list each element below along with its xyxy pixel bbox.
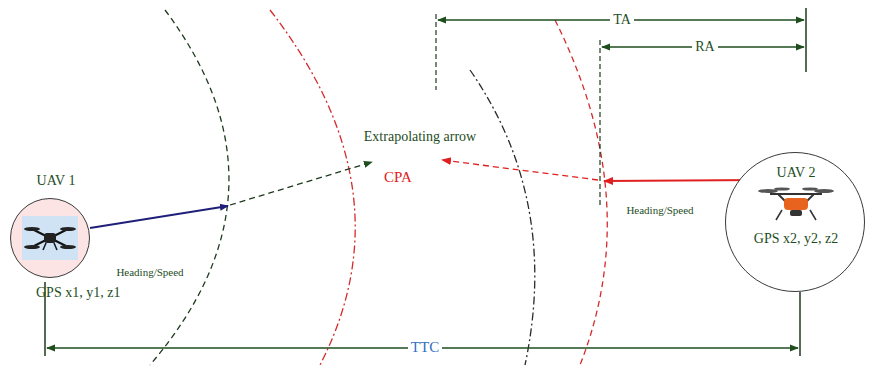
dimension-label: RA (692, 39, 717, 55)
dimension-label: TA (610, 12, 634, 28)
heading-label: Heading/Speed (113, 266, 186, 279)
dimension-label: TTC (408, 339, 442, 356)
uav-name: UAV 2 (777, 165, 816, 181)
gps-position: GPS x1, y1, z1 (36, 285, 120, 301)
range-arc (555, 20, 607, 365)
heading-label: Heading/Speed (623, 204, 696, 217)
extrapolating-arrow (230, 162, 372, 205)
arrow-label: Extrapolating arrow (361, 129, 479, 145)
ra-boundary (599, 40, 600, 208)
uav-circle: UAV 2 GPS x2, y2, z2 (725, 152, 865, 292)
bracket-end (805, 8, 807, 72)
range-arc (150, 10, 229, 365)
uav-name: UAV 1 (37, 173, 76, 189)
heading-arrow (90, 206, 228, 228)
range-arc (270, 10, 355, 365)
range-arc (470, 70, 535, 365)
ttc-tick (799, 292, 801, 356)
gps-position: GPS x2, y2, z2 (754, 231, 838, 247)
drone-picture (22, 216, 78, 260)
extrapolating-arrow (442, 160, 598, 180)
cpa-label: CPA (381, 169, 415, 186)
heading-arrow (604, 180, 760, 181)
ta-boundary (435, 14, 436, 90)
drone-picture (758, 186, 834, 222)
